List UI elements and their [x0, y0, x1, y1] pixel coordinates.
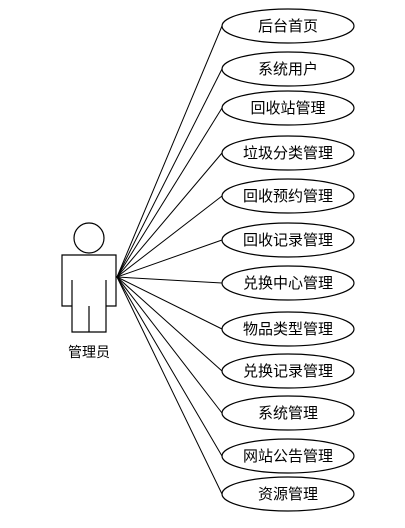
use-case-ellipse	[221, 438, 355, 474]
use-case-ellipse	[221, 135, 355, 171]
association-line	[116, 25, 223, 278]
association-line	[116, 107, 223, 278]
association-line	[116, 276, 223, 495]
use-case-ellipse	[221, 311, 355, 347]
association-line	[116, 152, 223, 278]
association-line	[116, 68, 223, 278]
use-case-ellipse	[221, 353, 355, 389]
use-case-ellipse	[221, 476, 355, 512]
association-line	[116, 276, 223, 457]
association-lines	[116, 25, 223, 495]
use-case-label: 兑换记录管理	[243, 362, 333, 380]
use-case-label: 回收站管理	[250, 99, 325, 117]
use-case-ellipse	[221, 178, 355, 214]
use-case-ellipse	[221, 395, 355, 431]
use-case-label: 回收记录管理	[243, 231, 333, 249]
actor-head	[73, 222, 105, 254]
use-case-label: 回收预约管理	[243, 187, 333, 205]
use-case-label: 垃圾分类管理	[243, 144, 333, 162]
association-line	[116, 239, 223, 278]
use-case-label: 系统用户	[258, 60, 318, 78]
association-line	[116, 276, 223, 284]
use-case-label: 兑换中心管理	[243, 274, 333, 292]
use-case-label: 系统管理	[258, 404, 318, 422]
actor-figure: 管理员	[61, 222, 117, 361]
use-case-label: 物品类型管理	[243, 320, 333, 338]
association-line	[116, 276, 223, 414]
use-case-list: 后台首页系统用户回收站管理垃圾分类管理回收预约管理回收记录管理兑换中心管理物品类…	[221, 8, 355, 512]
use-case-label: 后台首页	[258, 17, 318, 35]
association-line	[116, 276, 223, 330]
use-case-label: 网站公告管理	[243, 447, 333, 465]
use-case-ellipse	[221, 222, 355, 258]
use-case-label: 资源管理	[258, 485, 318, 503]
use-case-ellipse	[221, 90, 355, 126]
association-line	[116, 276, 223, 372]
actor-body	[61, 254, 117, 333]
actor-label: 管理员	[68, 345, 110, 361]
use-case-ellipse	[221, 8, 355, 44]
use-case-ellipse	[221, 265, 355, 301]
use-case-ellipse	[221, 51, 355, 87]
association-line	[116, 195, 223, 278]
